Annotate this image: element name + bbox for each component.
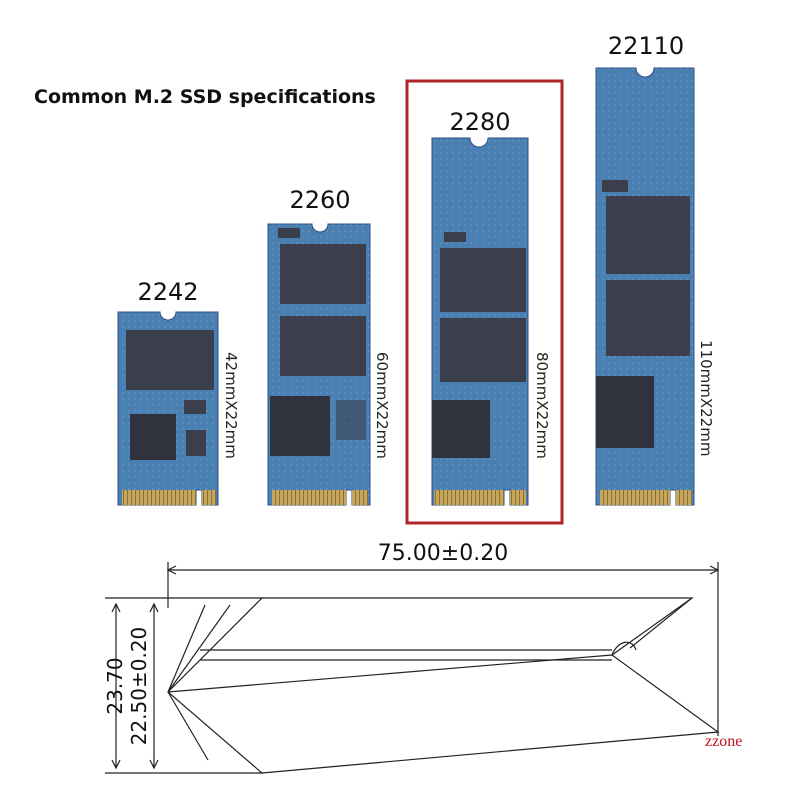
model-label-2242: 2242	[137, 278, 199, 306]
drawing-inner-height-label: 22.50±0.20	[127, 627, 151, 746]
watermark: zzone	[705, 733, 743, 750]
size-label-2260: 60mmX22mm	[373, 352, 391, 459]
page-title: Common M.2 SSD specifications	[34, 86, 376, 108]
model-label-22110: 22110	[607, 32, 685, 60]
highlight-frame	[405, 79, 564, 525]
size-label-2280: 80mmX22mm	[533, 352, 551, 459]
ssd-card-2242	[117, 311, 219, 506]
ssd-card-22110	[595, 67, 695, 506]
ssd-card-2260	[267, 223, 371, 506]
ssd-card-2280	[431, 137, 529, 506]
model-label-2280: 2280	[449, 108, 511, 136]
drawing-length-label: 75.00±0.20	[378, 541, 508, 566]
drawing-outer-height-label: 23.70	[103, 657, 127, 714]
size-label-2242: 42mmX22mm	[222, 352, 240, 459]
model-label-2260: 2260	[289, 186, 351, 214]
technical-drawing	[105, 562, 720, 774]
size-label-22110: 110mmX22mm	[697, 340, 715, 457]
